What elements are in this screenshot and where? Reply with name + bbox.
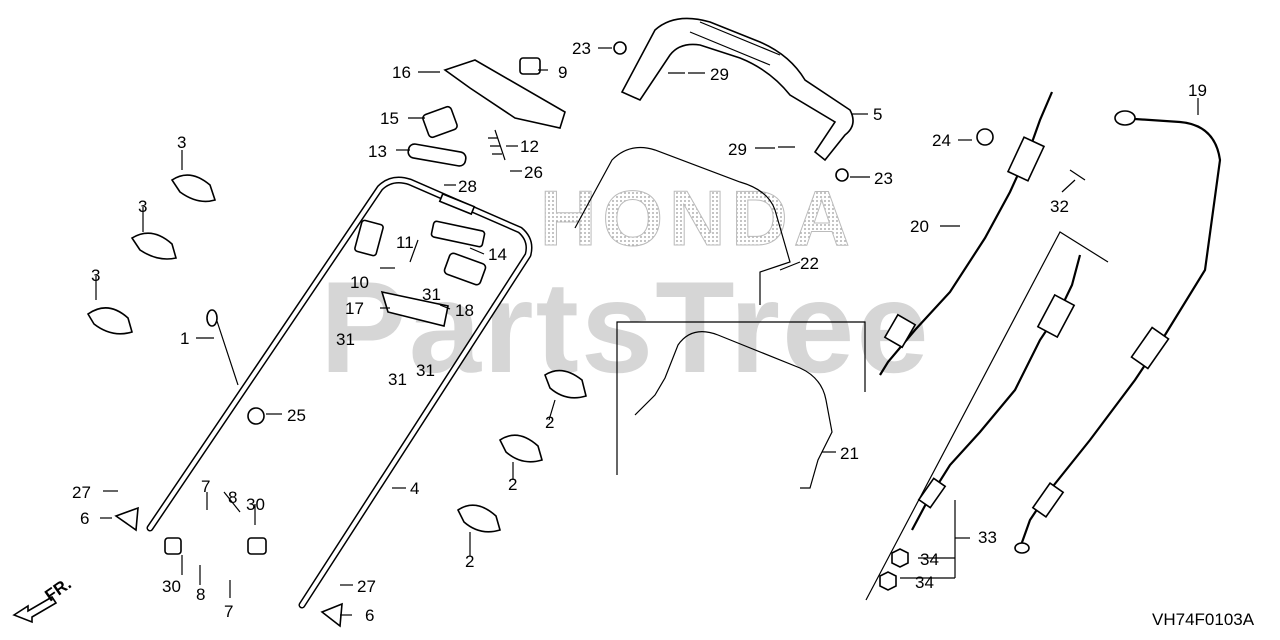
callout-13: 13: [368, 142, 387, 161]
callout-21: 21: [840, 444, 859, 463]
callout-2: 2: [465, 552, 474, 571]
callout-2: 2: [545, 413, 554, 432]
callout-4: 4: [410, 479, 419, 498]
partstree-watermark: PartsTree: [320, 254, 931, 400]
callout-14: 14: [488, 245, 507, 264]
callout-3: 3: [138, 197, 147, 216]
honda-watermark: HONDA: [540, 174, 856, 262]
callout-16: 16: [392, 63, 411, 82]
callout-34: 34: [915, 573, 934, 592]
callout-18: 18: [455, 301, 474, 320]
callout-33: 33: [978, 528, 997, 547]
callout-9: 9: [558, 63, 567, 82]
callout-10: 10: [350, 273, 369, 292]
callout-31: 31: [416, 361, 435, 380]
callout-24: 24: [932, 131, 951, 150]
callout-23: 23: [874, 169, 893, 188]
callout-15: 15: [380, 109, 399, 128]
diagram-code: VH74F0103A: [1152, 610, 1255, 629]
callout-6: 6: [80, 509, 89, 528]
callout-8: 8: [228, 488, 237, 507]
callout-1: 1: [180, 329, 189, 348]
callout-11: 11: [396, 233, 414, 252]
callout-3: 3: [91, 266, 100, 285]
callout-31: 31: [336, 330, 355, 349]
control-wire-22: [574, 147, 791, 305]
inset-box: [616, 321, 866, 475]
callout-8: 8: [196, 585, 205, 604]
callout-6: 6: [365, 606, 374, 625]
callout-25: 25: [287, 406, 306, 425]
callout-12: 12: [520, 137, 539, 156]
cable-33: [911, 254, 1082, 531]
callout-7: 7: [201, 477, 210, 496]
callout-labels: 1 2 2 2 3 3 3 4 5 6 6 7 7 8 8 9 10 11 12…: [72, 39, 1207, 625]
inset-box-2: [865, 231, 1109, 601]
leader-lines: [95, 47, 1199, 616]
callout-7: 7: [224, 602, 233, 621]
callout-27: 27: [72, 483, 91, 502]
upper-handle: [620, 17, 854, 162]
callout-32: 32: [1050, 197, 1069, 216]
callout-27: 27: [357, 577, 376, 596]
callout-28: 28: [458, 177, 477, 196]
callout-3: 3: [177, 133, 186, 152]
callout-31: 31: [422, 285, 441, 304]
callout-23: 23: [572, 39, 591, 58]
small-parts: [12, 41, 1086, 628]
control-cable-19: [1014, 110, 1222, 554]
callout-29: 29: [710, 65, 729, 84]
callout-26: 26: [524, 163, 543, 182]
control-wire-21: [634, 331, 833, 489]
callout-22: 22: [800, 254, 819, 273]
callout-19: 19: [1188, 81, 1207, 100]
throttle-cable-20: [879, 91, 1054, 376]
callout-34: 34: [920, 550, 939, 569]
callout-5: 5: [873, 105, 882, 124]
lower-handle-frame: [146, 176, 533, 609]
callout-20: 20: [910, 217, 929, 236]
callout-29: 29: [728, 140, 747, 159]
callout-31: 31: [388, 370, 407, 389]
callout-17: 17: [345, 299, 364, 318]
callout-30: 30: [246, 495, 265, 514]
callout-2: 2: [508, 475, 517, 494]
callout-30: 30: [162, 577, 181, 596]
